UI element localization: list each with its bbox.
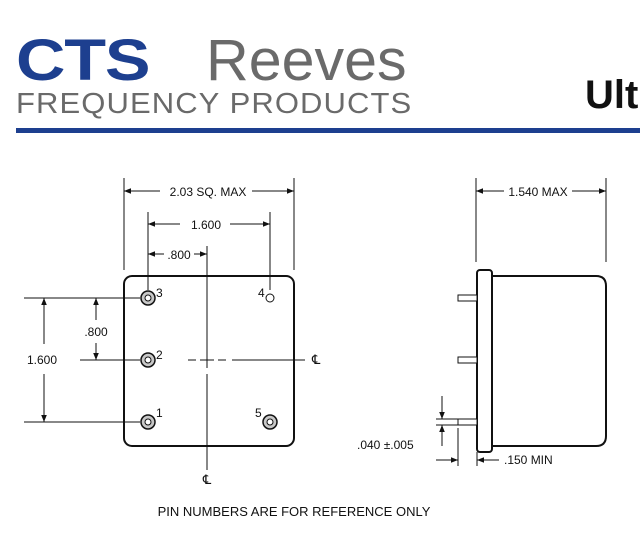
pin-5 — [262, 414, 278, 430]
pin-3 — [140, 290, 156, 306]
label-pin-length: .150 MIN — [504, 453, 553, 467]
centerline-symbol-right: ℄ — [311, 352, 321, 367]
top-view-package-outline — [123, 275, 295, 447]
label-pin-offset-x: .800 — [167, 248, 191, 262]
header-divider — [16, 128, 640, 133]
label-pin-span-y: 1.600 — [27, 353, 57, 367]
label-pin-diameter: .040 ±.005 — [357, 438, 414, 452]
label-pin-offset-y: .800 — [84, 325, 108, 339]
side-view-body — [491, 275, 607, 447]
page-title: Ult — [585, 73, 639, 117]
label-width: 2.03 SQ. MAX — [170, 185, 247, 199]
pin-label-5: 5 — [255, 406, 262, 420]
logo-reeves-text: Reeves — [206, 28, 407, 93]
side-pin-top — [457, 294, 478, 302]
side-pin-bottom — [457, 418, 478, 426]
pin-1 — [140, 414, 156, 430]
pin-label-4: 4 — [258, 286, 265, 300]
logo-cts-text: CTS — [16, 28, 151, 93]
pin-label-3: 3 — [156, 286, 163, 300]
label-height: 1.540 MAX — [508, 185, 567, 199]
label-pin-span-x: 1.600 — [191, 218, 221, 232]
side-pin-middle — [457, 356, 478, 364]
logo-frequency-products-text: FREQUENCY PRODUCTS — [16, 88, 413, 120]
pin-label-1: 1 — [156, 406, 163, 420]
cts-reeves-logo: CTS Reeves FREQUENCY PRODUCTS — [16, 24, 486, 124]
side-view-flange — [476, 269, 493, 453]
pin-4 — [265, 293, 275, 303]
footnote: PIN NUMBERS ARE FOR REFERENCE ONLY — [157, 504, 431, 519]
pin-2 — [140, 352, 156, 368]
pin-label-2: 2 — [156, 348, 163, 362]
centerline-symbol-bottom: ℄ — [202, 472, 212, 487]
